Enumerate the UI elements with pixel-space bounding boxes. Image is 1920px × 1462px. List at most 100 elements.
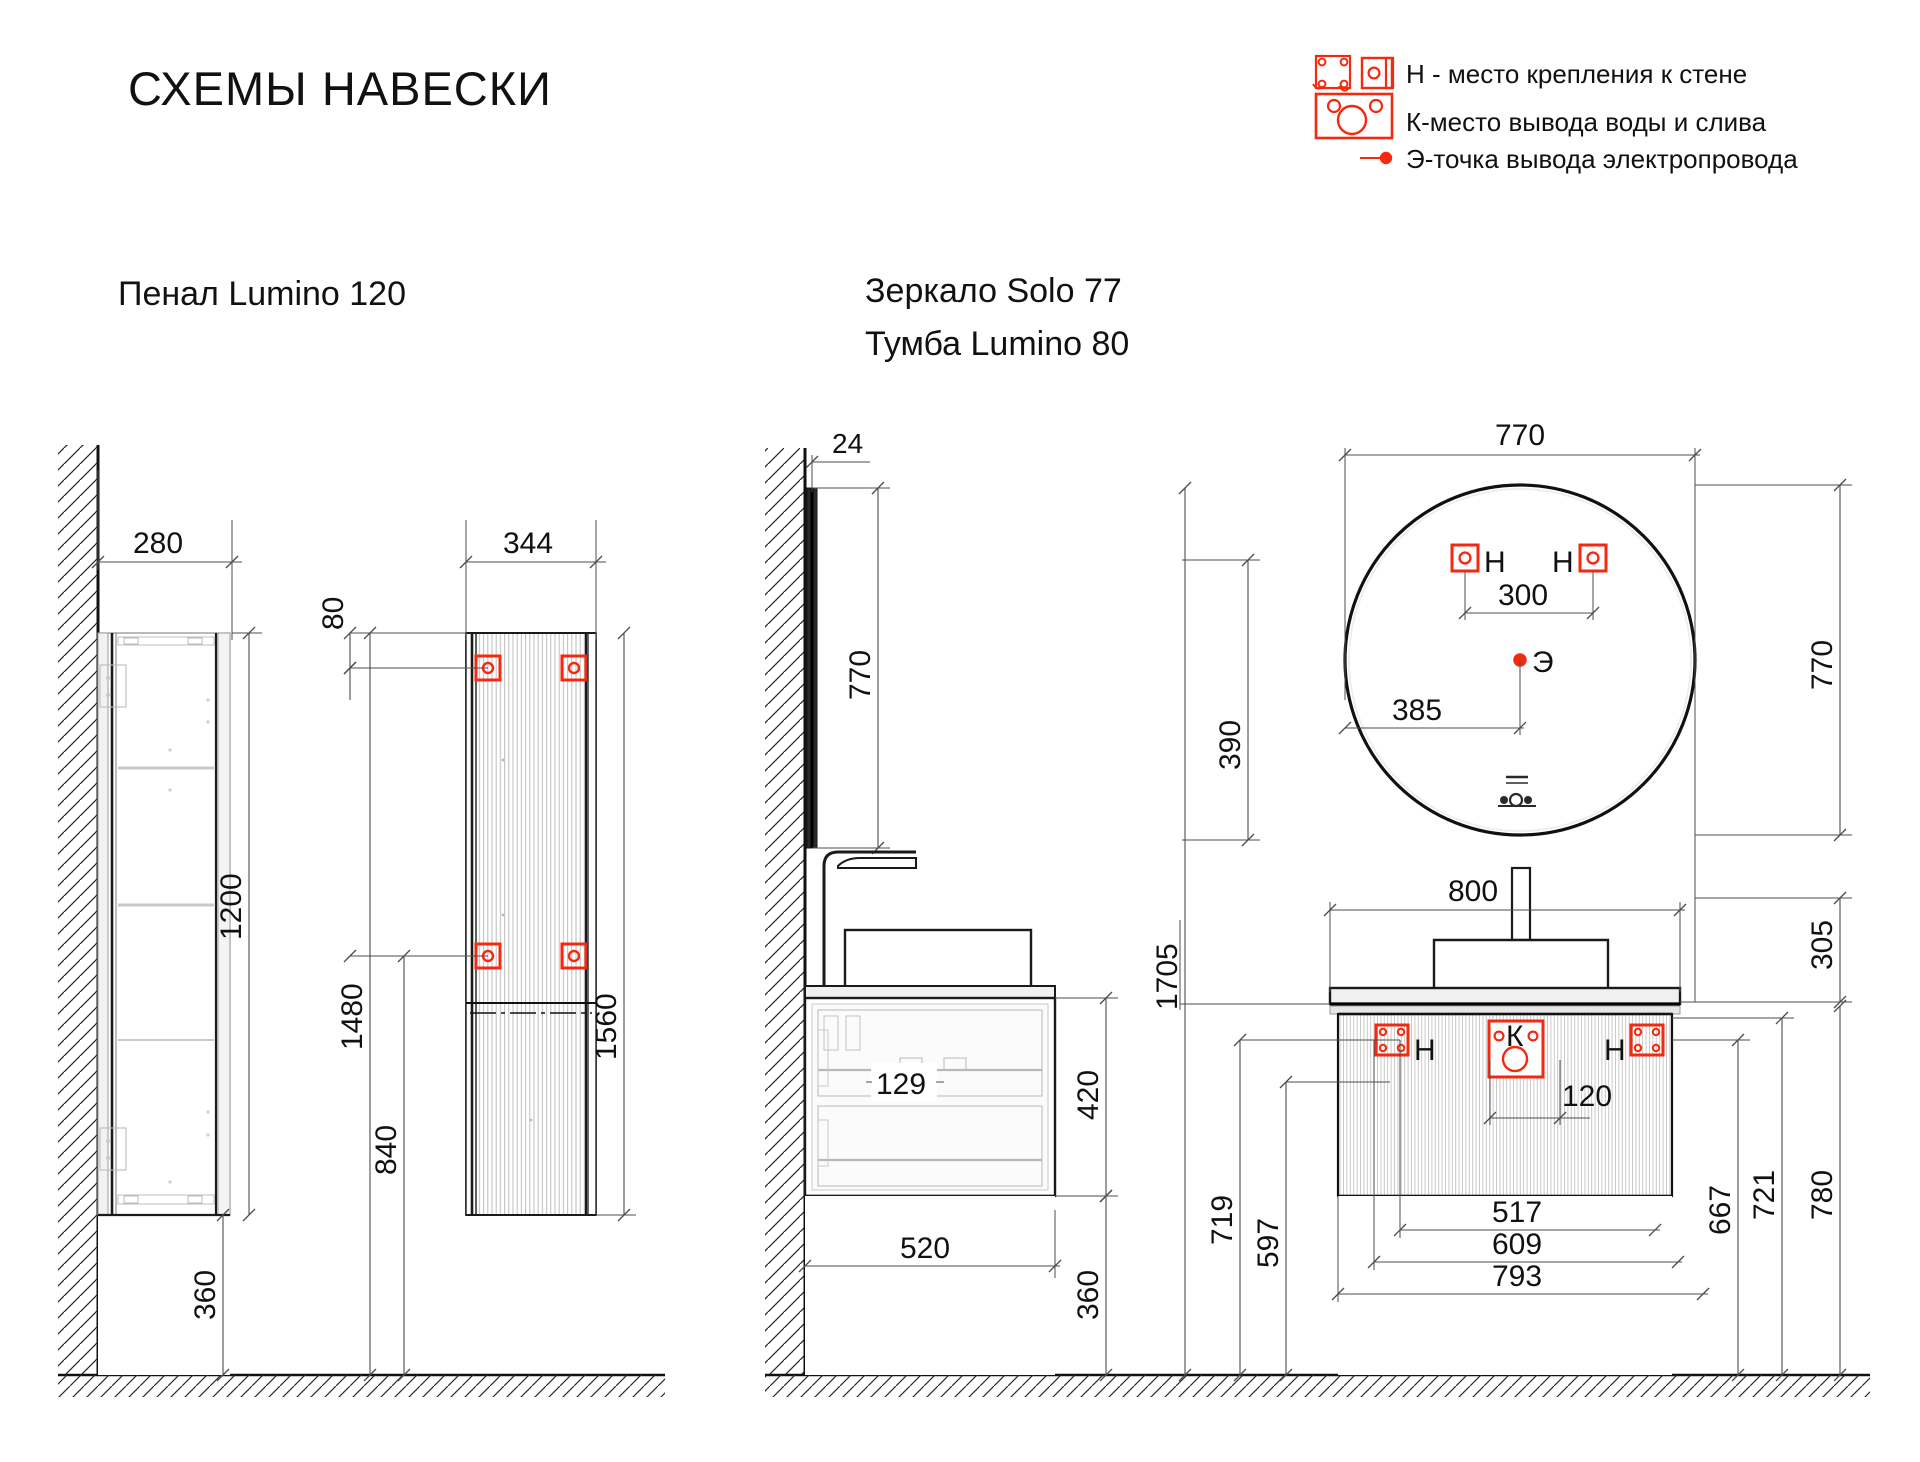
dimension-800: 800 [1323,875,1687,992]
dimension-120: 120 [1483,1060,1612,1125]
section-title-left: Пенал Lumino 120 [118,275,406,313]
dimension-305: 305 [1680,891,1852,1009]
dimension-793: 793 [1331,1196,1710,1302]
vanity-water-drain-label: К [1506,1020,1524,1053]
dimension-129-label: 129 [876,1068,926,1101]
mirror-mount-left-label: Н [1484,546,1506,579]
mirror-front-view: Н Н Э 770 [1182,419,1852,1002]
dimension-420: 420 [1055,991,1118,1203]
dimension-1480-label: 1480 [336,983,369,1050]
mirror-side-profile [806,487,818,849]
dimension-129: 129 [866,1063,944,1101]
dimension-520: 520 [798,1210,1062,1278]
dimension-770-right: 770 [1695,478,1852,842]
dimension-360-right: 360 [1072,1189,1113,1382]
dimension-385: 385 [1338,660,1527,735]
touch-sensor-icon [1498,775,1536,808]
dimension-300-label: 300 [1498,579,1548,612]
section-title-right-1: Зеркало Solo 77 [865,272,1122,310]
dimension-360-left-label: 360 [189,1270,222,1320]
dimension-609-label: 609 [1492,1228,1542,1261]
pencil-case-front-view [465,632,597,1216]
wall-mount-bracket-icon [1312,54,1352,92]
page-title: СХЕМЫ НАВЕСКИ [128,62,552,115]
dimension-24: 24 [805,428,870,492]
floor-hatching-right [765,1373,1870,1397]
dimension-719: 719 [1206,1033,1400,1382]
vanity-mount-right-label: Н [1604,1034,1626,1067]
legend-item-label-1: К-место вывода воды и слива [1406,107,1767,137]
pencil-case-drawing: 280 1200 360 [58,445,665,1397]
dimension-780: 780 [1806,999,1847,1382]
faucet-front [1510,866,1532,942]
dimension-770-top: 770 [1338,419,1702,1002]
dimension-597: 597 [1252,1075,1390,1382]
dimension-770-right-label: 770 [1806,640,1839,690]
dimension-840-label: 840 [370,1125,403,1175]
dimension-517-label: 517 [1492,1196,1542,1229]
dimension-719-label: 719 [1206,1195,1239,1245]
vanity-water-drain: К [1487,1019,1545,1079]
dimension-793-label: 793 [1492,1260,1542,1293]
dimension-1200: 1200 [215,626,262,1222]
dimension-390-label: 390 [1214,720,1247,770]
dimension-360-right-label: 360 [1072,1270,1105,1320]
dimension-280-label: 280 [133,527,183,560]
dimension-80: 80 [317,597,466,700]
countertop-front [1328,986,1682,1015]
dimension-1705-label: 1705 [1151,943,1184,1010]
dimension-1705: 1705 [1151,481,1192,1382]
countertop-side [804,985,1056,999]
vanity-front-view: Н К Н 800 [1179,866,1852,1382]
dimension-667-label: 667 [1704,1185,1737,1235]
pencil-case-side-view [97,632,231,1375]
dimension-597-label: 597 [1252,1218,1285,1268]
dimension-1200-label: 1200 [215,873,248,940]
dimension-390: 390 [1182,553,1260,847]
dimension-420-label: 420 [1072,1070,1105,1120]
mirror-mount-left: Н [1450,543,1506,579]
dimension-780-label: 780 [1806,1170,1839,1220]
dimension-770-side-label: 770 [844,650,877,700]
dimension-721: 721 [1672,1011,1794,1382]
wall-mount-plate-icon [1360,56,1395,90]
dimension-344: 344 [459,520,606,640]
wall-hatching-left [58,445,100,1375]
dimension-344-label: 344 [503,527,553,560]
dimension-721-label: 721 [1748,1170,1781,1220]
section-title-right-2: Тумба Lumino 80 [865,325,1129,363]
cabinet-front-body [1336,1012,1674,1375]
vanity-mount-left: Н [1374,1023,1436,1067]
electric-point-icon [1360,151,1393,165]
dimension-305-label: 305 [1806,920,1839,970]
legend-item-label-0: Н - место крепления к стене [1406,59,1747,89]
legend-item-label-2: Э-точка вывода электропровода [1406,144,1798,174]
faucet-side-profile [822,850,917,990]
dimension-300: 300 [1458,572,1600,620]
basin-front [1432,938,1610,992]
dimension-609: 609 [1367,1040,1685,1270]
dimension-840: 840 [370,949,411,1382]
mirror-electric-label: Э [1532,646,1554,679]
wall-hatching-right [765,448,807,1375]
dimension-770-side: 770 [812,481,890,855]
water-drain-outlet-icon [1314,92,1394,140]
dimension-360-left: 360 [189,1208,230,1382]
vanity-side-view-drawing: 24 770 [765,428,1870,1397]
legend: Н - место крепления к стене К-место выво… [1312,54,1798,174]
dimension-385-label: 385 [1392,694,1442,727]
dimension-520-label: 520 [900,1232,950,1265]
dimension-120-label: 120 [1562,1080,1612,1113]
dimension-800-label: 800 [1448,875,1498,908]
dimension-770-top-label: 770 [1495,419,1545,452]
mount-bracket-bottom-right [560,942,588,970]
dimension-80-label: 80 [317,597,350,630]
dimension-24-label: 24 [832,428,863,459]
mirror-mount-right-label: Н [1552,546,1574,579]
dimension-1560: 1560 [590,626,636,1222]
dimension-280: 280 [91,470,242,640]
dimension-517: 517 [1393,1040,1662,1238]
dimension-1560-label: 1560 [590,993,623,1060]
